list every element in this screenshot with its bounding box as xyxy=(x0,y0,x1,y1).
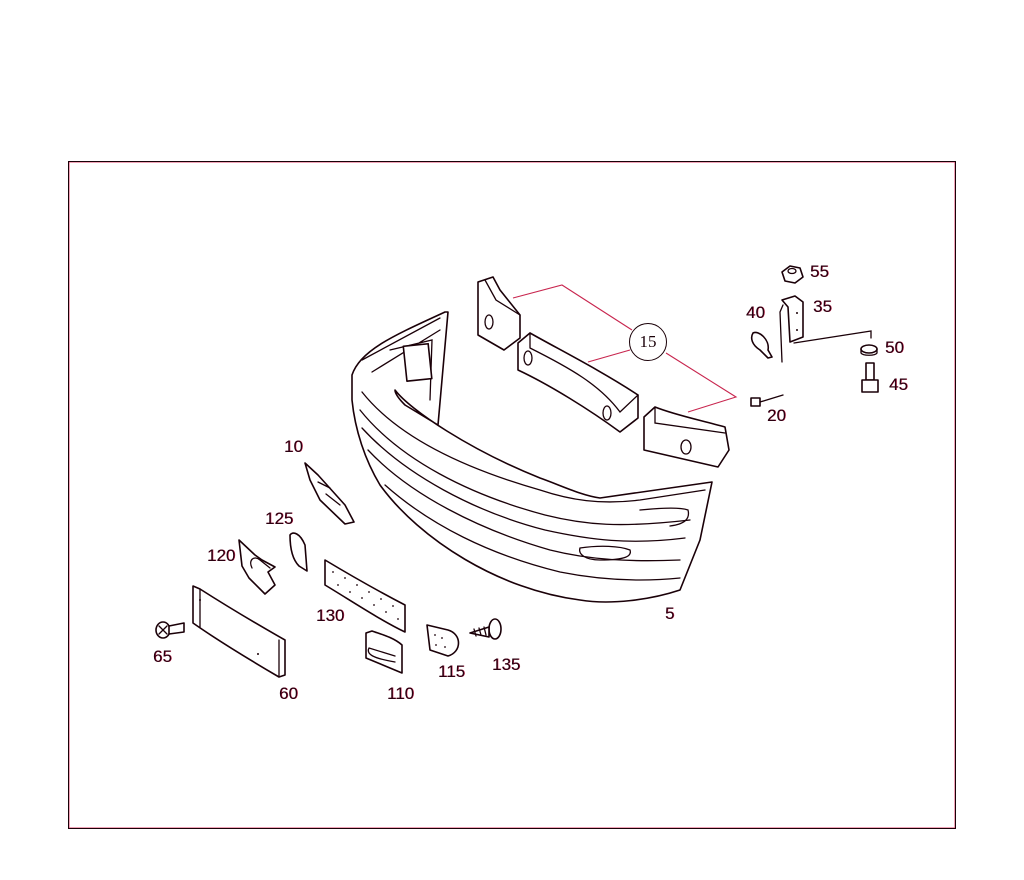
impact-absorber-left-icon[interactable] xyxy=(477,276,521,351)
pin-20-icon[interactable] xyxy=(750,394,784,407)
label-part-10[interactable]: 10 xyxy=(284,437,303,456)
license-plate-base-60-icon[interactable] xyxy=(192,585,286,678)
label-part-45[interactable]: 45 xyxy=(889,375,908,394)
clip-120-icon[interactable] xyxy=(238,539,276,595)
clip-110-icon[interactable] xyxy=(365,630,403,674)
pad-125-icon[interactable] xyxy=(289,532,308,572)
label-part-130[interactable]: 130 xyxy=(316,606,345,625)
label-part-125[interactable]: 125 xyxy=(265,509,294,528)
label-part-55[interactable]: 55 xyxy=(810,262,829,281)
screw-135-icon[interactable] xyxy=(469,618,502,640)
hex-nut-55-icon[interactable] xyxy=(781,265,804,284)
mounting-bracket-35-icon[interactable] xyxy=(779,295,872,363)
expansion-screw-40-icon[interactable] xyxy=(750,331,773,359)
callout-15-leaders xyxy=(512,284,738,413)
label-part-120[interactable]: 120 xyxy=(207,546,236,565)
label-part-5[interactable]: 5 xyxy=(665,604,675,623)
label-part-135[interactable]: 135 xyxy=(492,655,521,674)
adhesive-strip-130-icon[interactable] xyxy=(324,559,406,633)
pad-115-icon[interactable] xyxy=(426,624,460,657)
bracket-10-icon[interactable] xyxy=(304,462,355,525)
label-part-40[interactable]: 40 xyxy=(746,303,765,322)
label-part-115[interactable]: 115 xyxy=(438,662,466,681)
diagram-frame xyxy=(68,161,956,829)
screw-65-icon[interactable] xyxy=(155,621,185,639)
label-part-35[interactable]: 35 xyxy=(813,297,832,316)
label-part-50[interactable]: 50 xyxy=(885,338,904,357)
label-part-60[interactable]: 60 xyxy=(279,684,298,703)
washer-50-icon[interactable] xyxy=(860,344,878,356)
bolt-45-icon[interactable] xyxy=(861,362,879,393)
impact-absorber-middle-icon[interactable] xyxy=(517,332,639,433)
label-part-110[interactable]: 110 xyxy=(387,684,415,703)
callout-15[interactable]: 15 xyxy=(629,323,667,361)
bumper-cover-icon[interactable] xyxy=(351,311,713,603)
callout-15-label: 15 xyxy=(639,332,657,351)
label-part-65[interactable]: 65 xyxy=(153,647,172,666)
label-part-20[interactable]: 20 xyxy=(767,406,786,425)
impact-absorber-right-icon[interactable] xyxy=(643,406,730,468)
